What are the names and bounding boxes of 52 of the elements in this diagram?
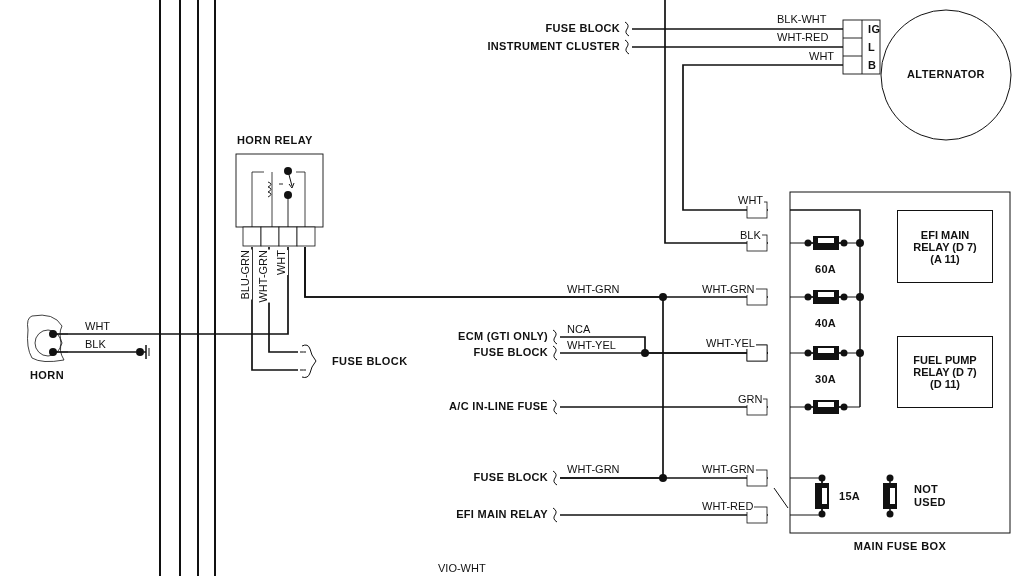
relay-title: HORN RELAY <box>237 134 313 147</box>
fuse-box-title: MAIN FUSE BOX <box>852 540 948 553</box>
rating-label: 40A <box>814 317 838 329</box>
wire-destination-label: EFI MAIN RELAY <box>456 508 548 521</box>
wire-destination-label: FUSE BLOCK <box>473 346 548 359</box>
alternator-label: ALTERNATOR <box>906 68 986 81</box>
wire-destination-label: FUSE BLOCK <box>473 471 548 484</box>
wire-color-label: BLK-WHT <box>776 13 828 25</box>
wire-color-label: WHT-GRN <box>566 283 621 295</box>
wire <box>664 0 769 252</box>
wire <box>559 398 769 416</box>
terminal-label: IG <box>868 23 881 36</box>
wire-color-label: GRN <box>737 393 764 405</box>
wire-color-label: WHT <box>274 250 288 276</box>
wire-color-label: WHT-YEL <box>566 339 617 351</box>
wire-color-label: WHT-GRN <box>256 250 270 303</box>
rating-label: 30A <box>814 373 838 385</box>
wire-destination-label: INSTRUMENT CLUSTER <box>487 40 620 53</box>
wire <box>559 344 769 362</box>
wire-color-label: WHT <box>808 50 836 62</box>
wire-destination-label: ECM (GTI ONLY) <box>458 330 548 343</box>
wire-color-label: WHT <box>84 320 112 332</box>
wire-color-label: BLK <box>739 229 762 241</box>
wire-color-label: BLU-GRN <box>238 250 252 300</box>
wire-color-label: NCA <box>566 323 592 335</box>
wire-color-label: WHT-RED <box>701 500 755 512</box>
wire <box>67 351 137 353</box>
relay-box: EFI MAIN RELAY (D 7) (A 11) <box>897 210 993 283</box>
horn-label: HORN <box>30 369 64 382</box>
wire-color-label: WHT <box>737 194 765 206</box>
wire-color-label: VIO-WHT <box>437 562 487 574</box>
wire-destination-label: FUSE BLOCK <box>332 355 408 368</box>
wire <box>631 28 844 30</box>
rating-label: 15A <box>838 490 862 502</box>
terminal-label: L <box>868 41 876 54</box>
wire <box>682 64 844 219</box>
wire-color-label: BLK <box>84 338 107 350</box>
relay-box: FUEL PUMP RELAY (D 7) (D 11) <box>897 336 993 408</box>
terminal-label: B <box>868 59 877 72</box>
wire <box>67 246 289 335</box>
wire <box>559 506 769 524</box>
wire <box>559 469 769 487</box>
wire-color-label: WHT-YEL <box>705 337 756 349</box>
wire-color-label: WHT-RED <box>776 31 830 43</box>
wire-destination-label: FUSE BLOCK <box>545 22 620 35</box>
wire-color-label: WHT-GRN <box>701 283 756 295</box>
rating-label: 60A <box>814 263 838 275</box>
wire-destination-label: A/C IN-LINE FUSE <box>449 400 548 413</box>
wire <box>631 46 844 48</box>
wire <box>251 246 299 371</box>
wire-color-label: WHT-GRN <box>701 463 756 475</box>
wire-color-label: WHT-GRN <box>566 463 621 475</box>
